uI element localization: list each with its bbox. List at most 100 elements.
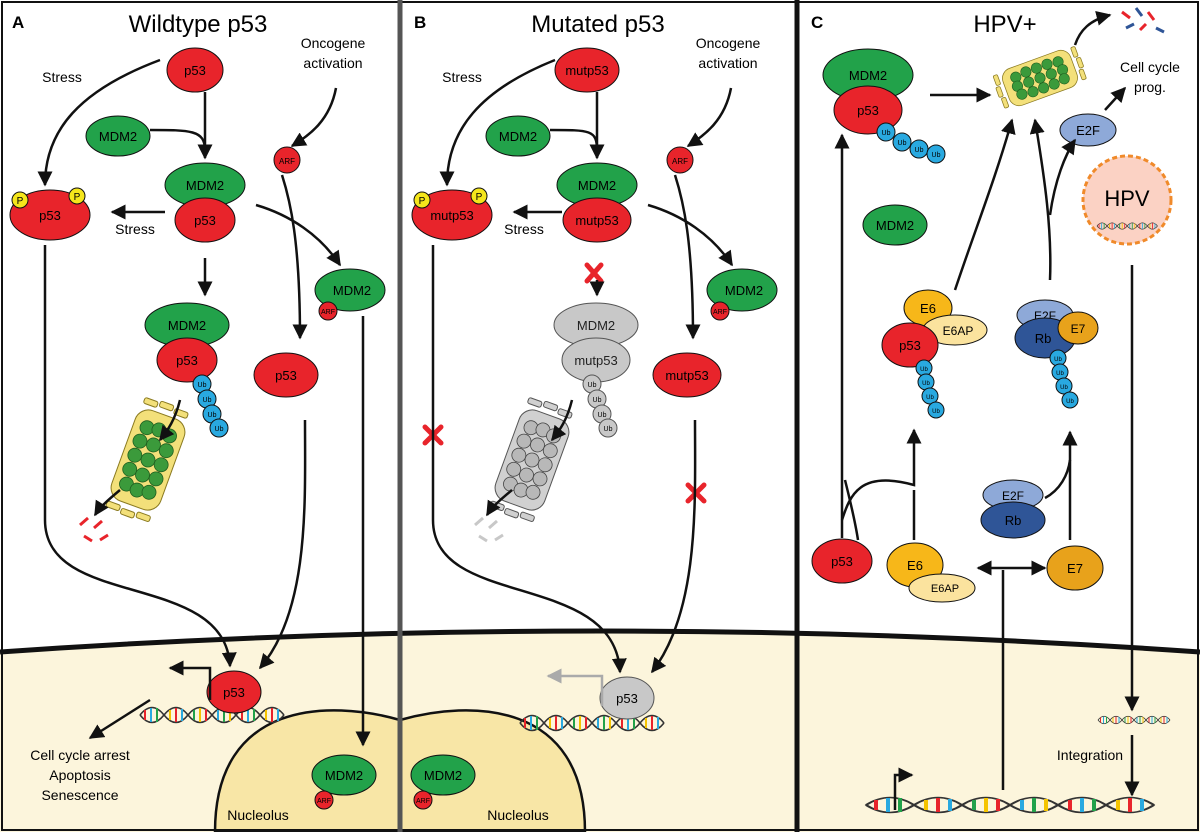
b-oncogene-1: Oncogene [696, 35, 761, 51]
b-mdm2-free: MDM2 [499, 129, 537, 144]
svg-text:Ub: Ub [932, 409, 940, 415]
svg-text:Ub: Ub [215, 426, 224, 433]
a-outcome-3: Senescence [41, 787, 118, 803]
a-oncogene-1: Oncogene [301, 35, 366, 51]
c-top-ub-chain: Ub Ub Ub Ub [876, 122, 946, 164]
a-oncogene-2: activation [303, 55, 362, 71]
svg-text:Ub: Ub [588, 382, 597, 389]
a-mdm2-free: MDM2 [99, 129, 137, 144]
a-ub-p53: p53 [176, 353, 198, 368]
c-p53-complex: p53 [899, 338, 921, 353]
a-nucleolus-mdm2: MDM2 [325, 768, 363, 783]
panel-c-title: HPV+ [973, 11, 1036, 38]
a-nucleolus-arf: ARF [317, 798, 331, 805]
svg-text:Ub: Ub [920, 367, 928, 373]
c-hpv-label: HPV [1104, 186, 1150, 211]
svg-text:Ub: Ub [203, 397, 212, 404]
svg-text:Ub: Ub [598, 412, 607, 419]
svg-text:Ub: Ub [926, 395, 934, 401]
c-mdm2-free: MDM2 [876, 218, 914, 233]
a-ub-chain: Ub Ub Ub Ub [192, 374, 229, 438]
a-complex-p53: p53 [194, 213, 216, 228]
c-rb-ub-chain: Ub Ub Ub Ub [1049, 349, 1079, 409]
b-nucleolus-mdm2: MDM2 [424, 768, 462, 783]
b-peptide-fragments [474, 516, 504, 543]
b-p53-released: mutp53 [665, 368, 708, 383]
c-rb-complex: Rb [1035, 331, 1052, 346]
b-nucleolus-label: Nucleolus [487, 807, 548, 823]
c-proteasome [990, 43, 1090, 113]
c-e6-ub-chain: Ub Ub Ub Ub [915, 359, 945, 419]
a-p53-top: p53 [184, 63, 206, 78]
b-stress-top: Stress [442, 69, 482, 85]
a-mdm2-arf: MDM2 [333, 283, 371, 298]
a-p53-phospho: p53 [39, 208, 61, 223]
c-e2f-free: E2F [1076, 123, 1100, 138]
svg-text:Ub: Ub [1066, 399, 1074, 405]
panel-b-letter: B [414, 13, 426, 32]
svg-text:Ub: Ub [1060, 385, 1068, 391]
b-oncogene-2: activation [698, 55, 757, 71]
b-ub-mdm2: MDM2 [577, 318, 615, 333]
a-outcome-2: Apoptosis [49, 767, 110, 783]
panel-c-letter: C [811, 13, 823, 32]
b-p53-phospho: mutp53 [430, 208, 473, 223]
b-phospho-2: P [476, 192, 483, 203]
svg-text:Ub: Ub [898, 140, 907, 147]
b-complex-p53: mutp53 [575, 213, 618, 228]
a-arf-2: ARF [321, 309, 335, 316]
panel-b-title: Mutated p53 [531, 11, 664, 38]
a-complex-mdm2: MDM2 [186, 178, 224, 193]
a-proteasome [102, 394, 194, 526]
a-nucleolus-label: Nucleolus [227, 807, 288, 823]
svg-text:Ub: Ub [1054, 357, 1062, 363]
c-top-p53: p53 [857, 103, 879, 118]
b-p53-top: mutp53 [565, 63, 608, 78]
svg-text:Ub: Ub [915, 147, 924, 154]
svg-text:Ub: Ub [1056, 371, 1064, 377]
c-top-mdm2: MDM2 [849, 68, 887, 83]
b-arrows [431, 58, 734, 674]
b-stress-side: Stress [504, 221, 544, 237]
svg-text:Ub: Ub [604, 426, 613, 433]
nuclear-membrane [0, 628, 1200, 655]
b-mdm2-arf: MDM2 [725, 283, 763, 298]
c-e6: E6 [920, 301, 936, 316]
panel-b: B Mutated p53 mutp53 Stress Oncogene act… [410, 11, 778, 823]
c-e6ap-bottom: E6AP [931, 583, 959, 595]
c-peptide-fragments [1121, 7, 1165, 34]
b-ub-chain: Ub Ub Ub Ub [582, 374, 618, 438]
c-integration: Integration [1057, 747, 1123, 763]
svg-text:Ub: Ub [882, 130, 891, 137]
b-p53-dna: p53 [616, 691, 638, 706]
c-e6-bottom: E6 [907, 558, 923, 573]
c-e6ap: E6AP [943, 324, 974, 338]
c-arrows [834, 11, 1140, 797]
b-complex-mdm2: MDM2 [578, 178, 616, 193]
c-e7-bottom: E7 [1067, 561, 1083, 576]
a-p53-dna: p53 [223, 685, 245, 700]
a-peptide-fragments [79, 516, 109, 543]
a-arf: ARF [279, 157, 295, 166]
b-arf-2: ARF [713, 309, 727, 316]
a-outcome-1: Cell cycle arrest [30, 747, 130, 763]
a-phospho-2: P [74, 192, 81, 203]
b-proteasome [486, 394, 578, 526]
c-e7-complex: E7 [1071, 322, 1086, 336]
c-cell-cycle-2: prog. [1134, 79, 1166, 95]
svg-text:Ub: Ub [208, 412, 217, 419]
c-p53-bottom: p53 [831, 554, 853, 569]
panel-a-letter: A [12, 13, 24, 32]
svg-text:Ub: Ub [593, 397, 602, 404]
svg-text:Ub: Ub [198, 382, 207, 389]
hpv-virus: HPV [1081, 154, 1173, 246]
c-e2f-lower: E2F [1002, 489, 1024, 503]
b-phospho-1: P [419, 196, 426, 207]
c-cell-cycle-1: Cell cycle [1120, 59, 1180, 75]
a-p53-released: p53 [275, 368, 297, 383]
panel-a-title: Wildtype p53 [129, 11, 268, 38]
svg-text:Ub: Ub [922, 381, 930, 387]
